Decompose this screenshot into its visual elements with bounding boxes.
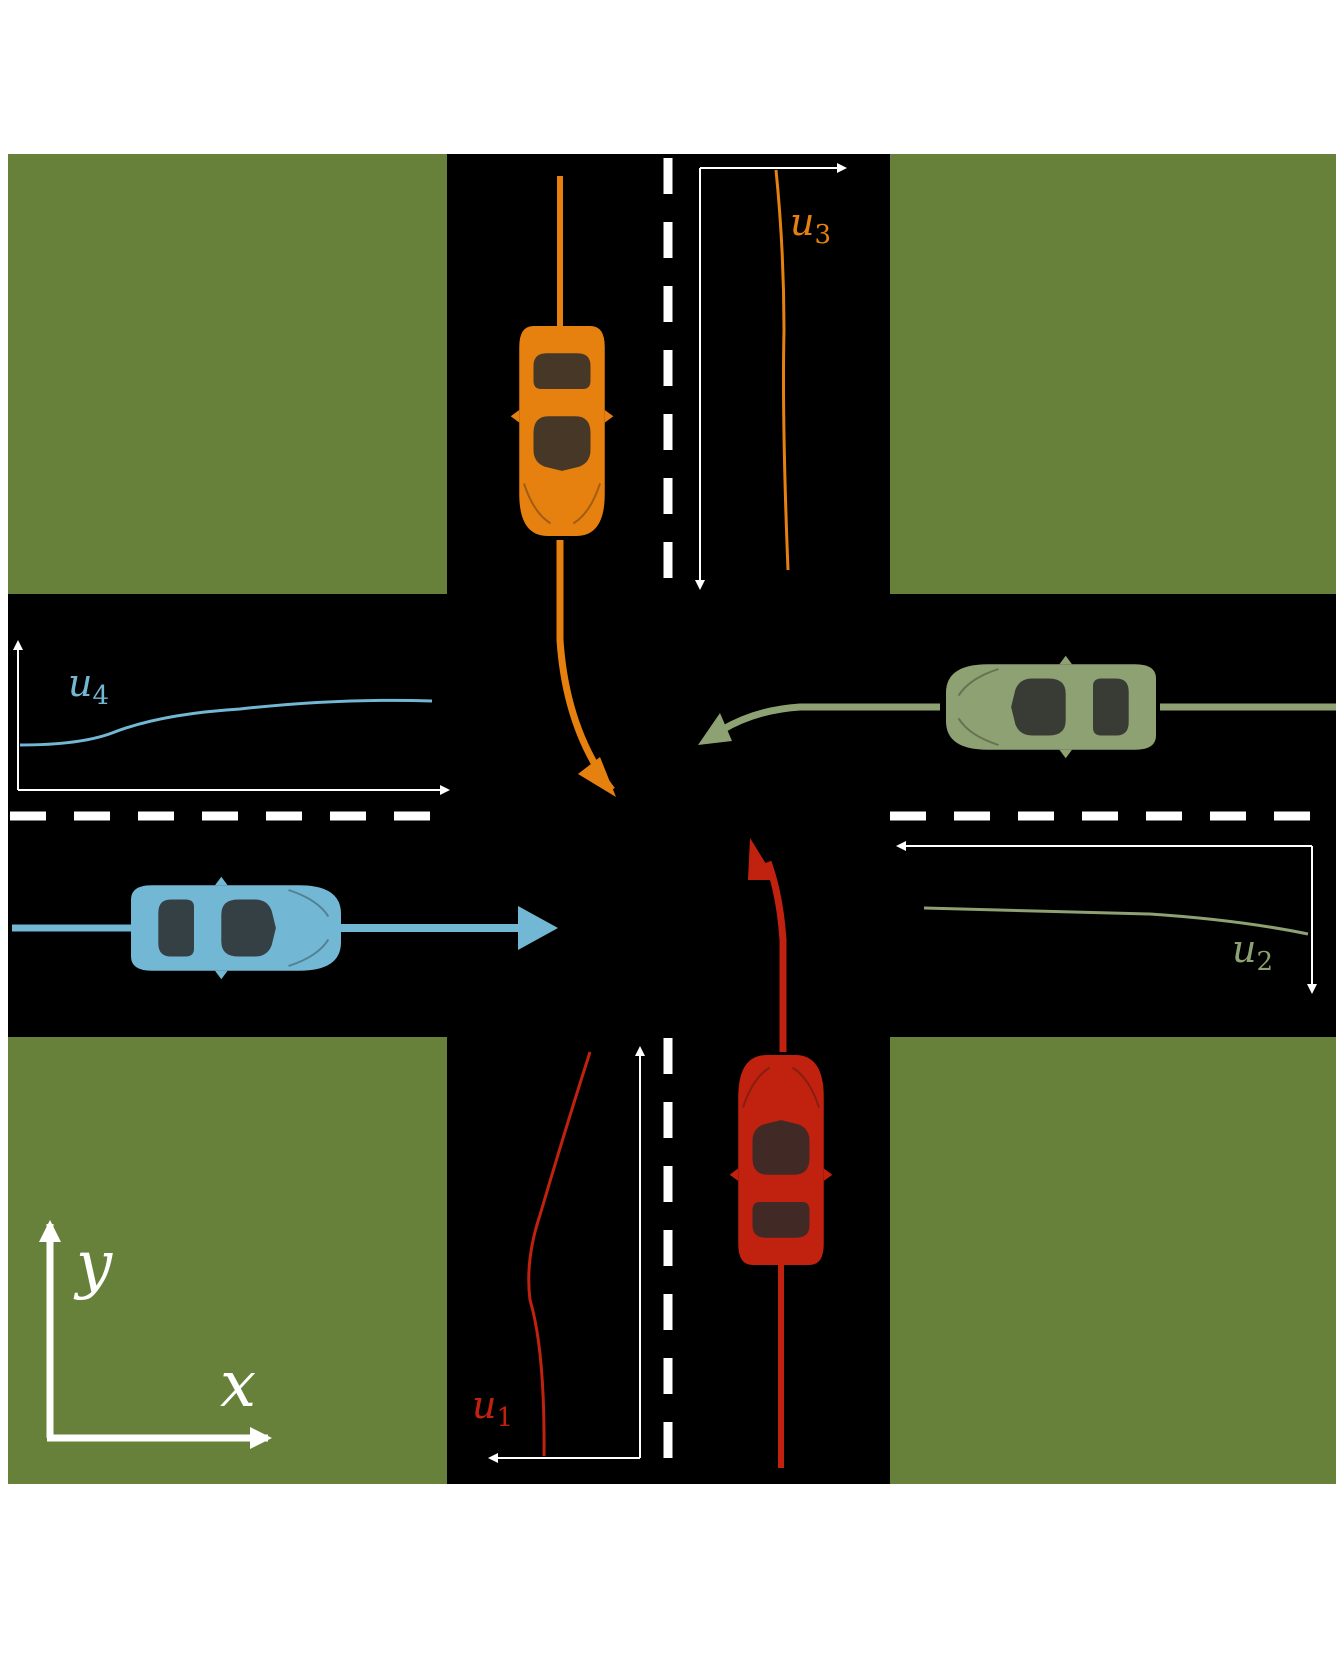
y-axis-label: y (73, 1228, 113, 1302)
agent-3-car (511, 326, 614, 536)
x-axis-label: x (220, 1348, 256, 1422)
agent-2-car (946, 656, 1156, 759)
agent-1-car (730, 1055, 833, 1265)
agent-4-car (131, 877, 341, 980)
